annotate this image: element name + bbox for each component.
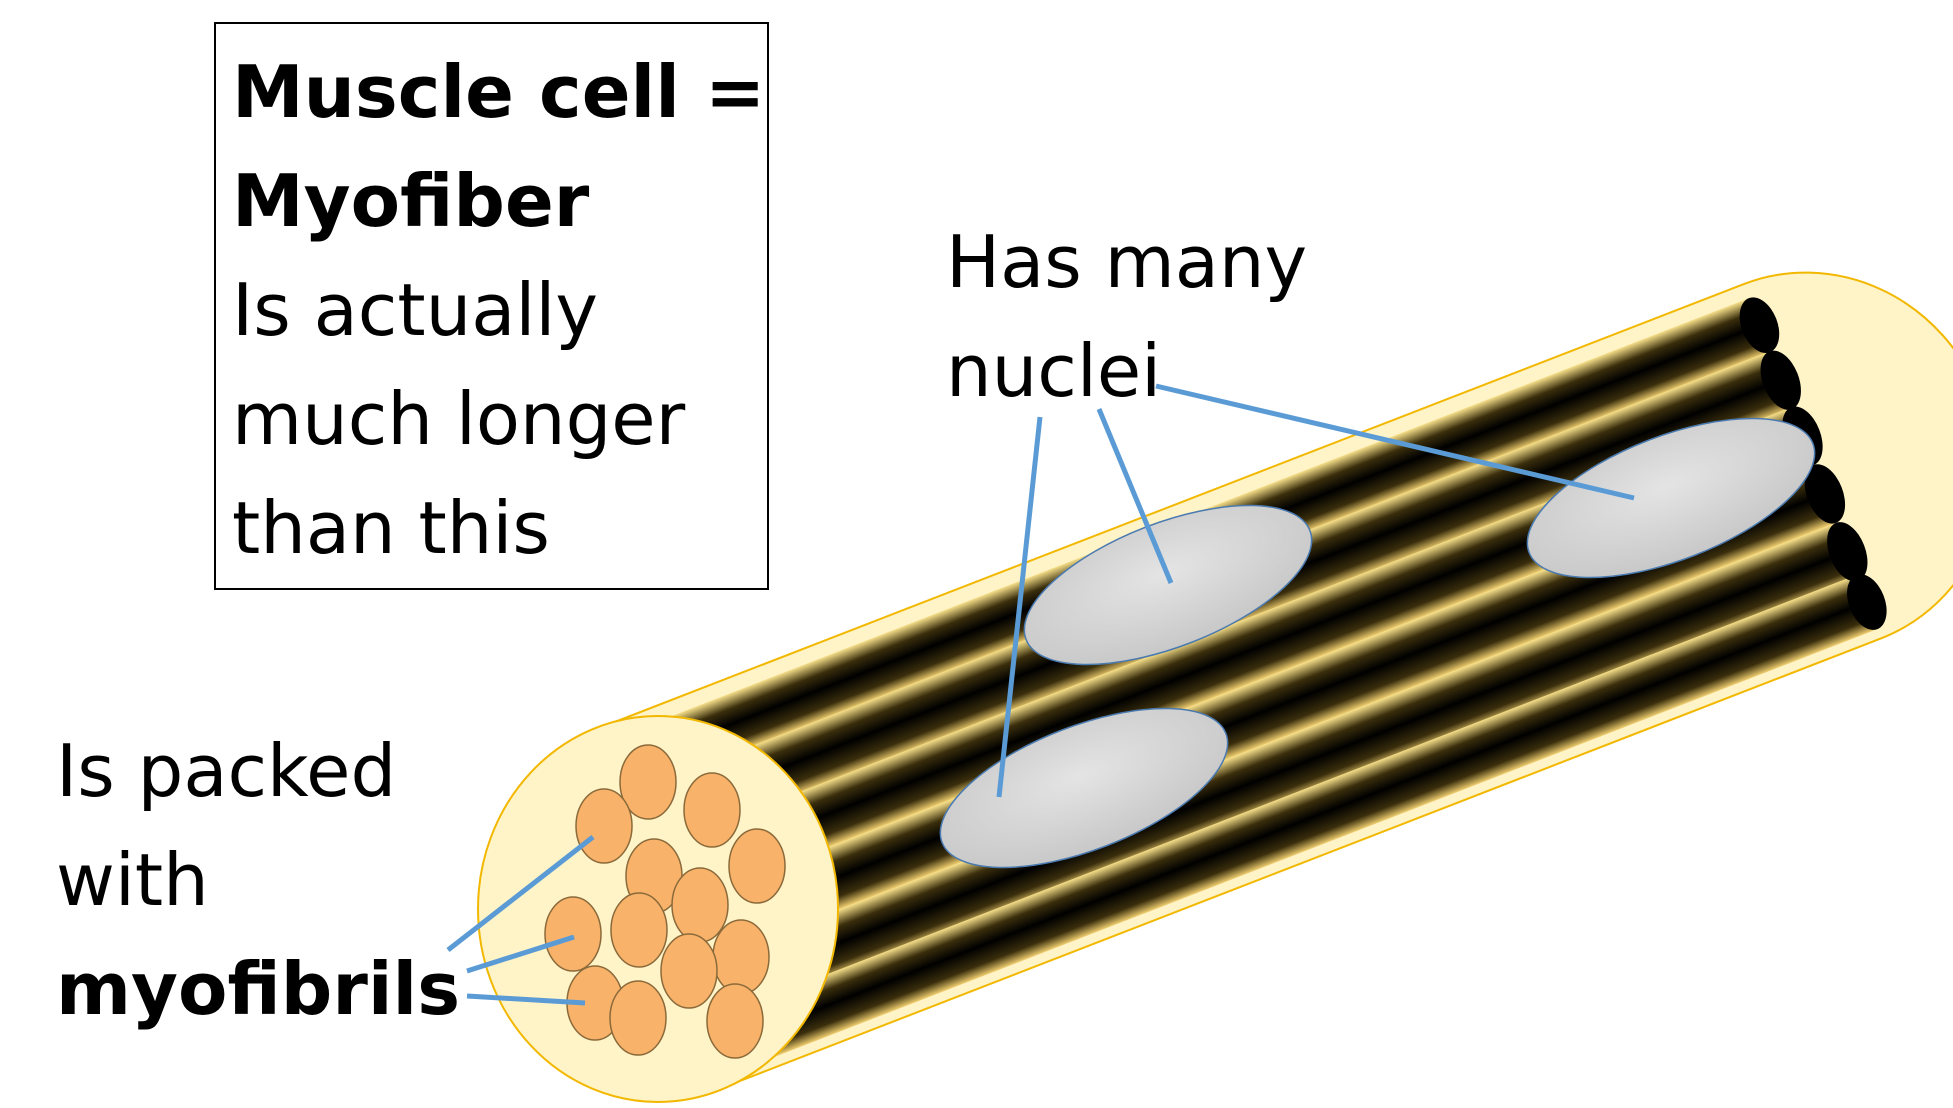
myofibrils-label-line: Is packed [56, 729, 397, 813]
nuclei-label: Has many nuclei [946, 208, 1307, 426]
nucleus [1526, 417, 1816, 579]
definition-line: than this [232, 486, 550, 570]
nuclei-label-line: nuclei [946, 329, 1162, 413]
myofibril-pointer [466, 934, 575, 974]
definition-box: Muscle cell = Myofiber Is actually much … [214, 22, 769, 590]
definition-line: Myofiber [232, 159, 590, 243]
myofibrils-label-line: myofibrils [56, 947, 461, 1031]
myofibril-ends [544, 744, 786, 1059]
definition-line: much longer [232, 377, 686, 461]
nuclei-pointer [996, 416, 1043, 798]
nuclei-pointer [1096, 408, 1174, 584]
myofibril-pointer [466, 993, 586, 1006]
nucleus [939, 707, 1229, 869]
pointer-lines [446, 383, 1635, 1006]
myofibril-pointer [446, 835, 595, 952]
definition-line: Muscle cell = [232, 50, 766, 134]
definition-line: Is actually [232, 268, 598, 352]
nuclei-label-line: Has many [946, 220, 1308, 304]
nuclei [939, 417, 1816, 869]
myofibrils-label: Is packed with myofibrils [56, 717, 460, 1044]
nuclei-pointer [1155, 383, 1635, 501]
myofibrils-label-line: with [56, 838, 209, 922]
